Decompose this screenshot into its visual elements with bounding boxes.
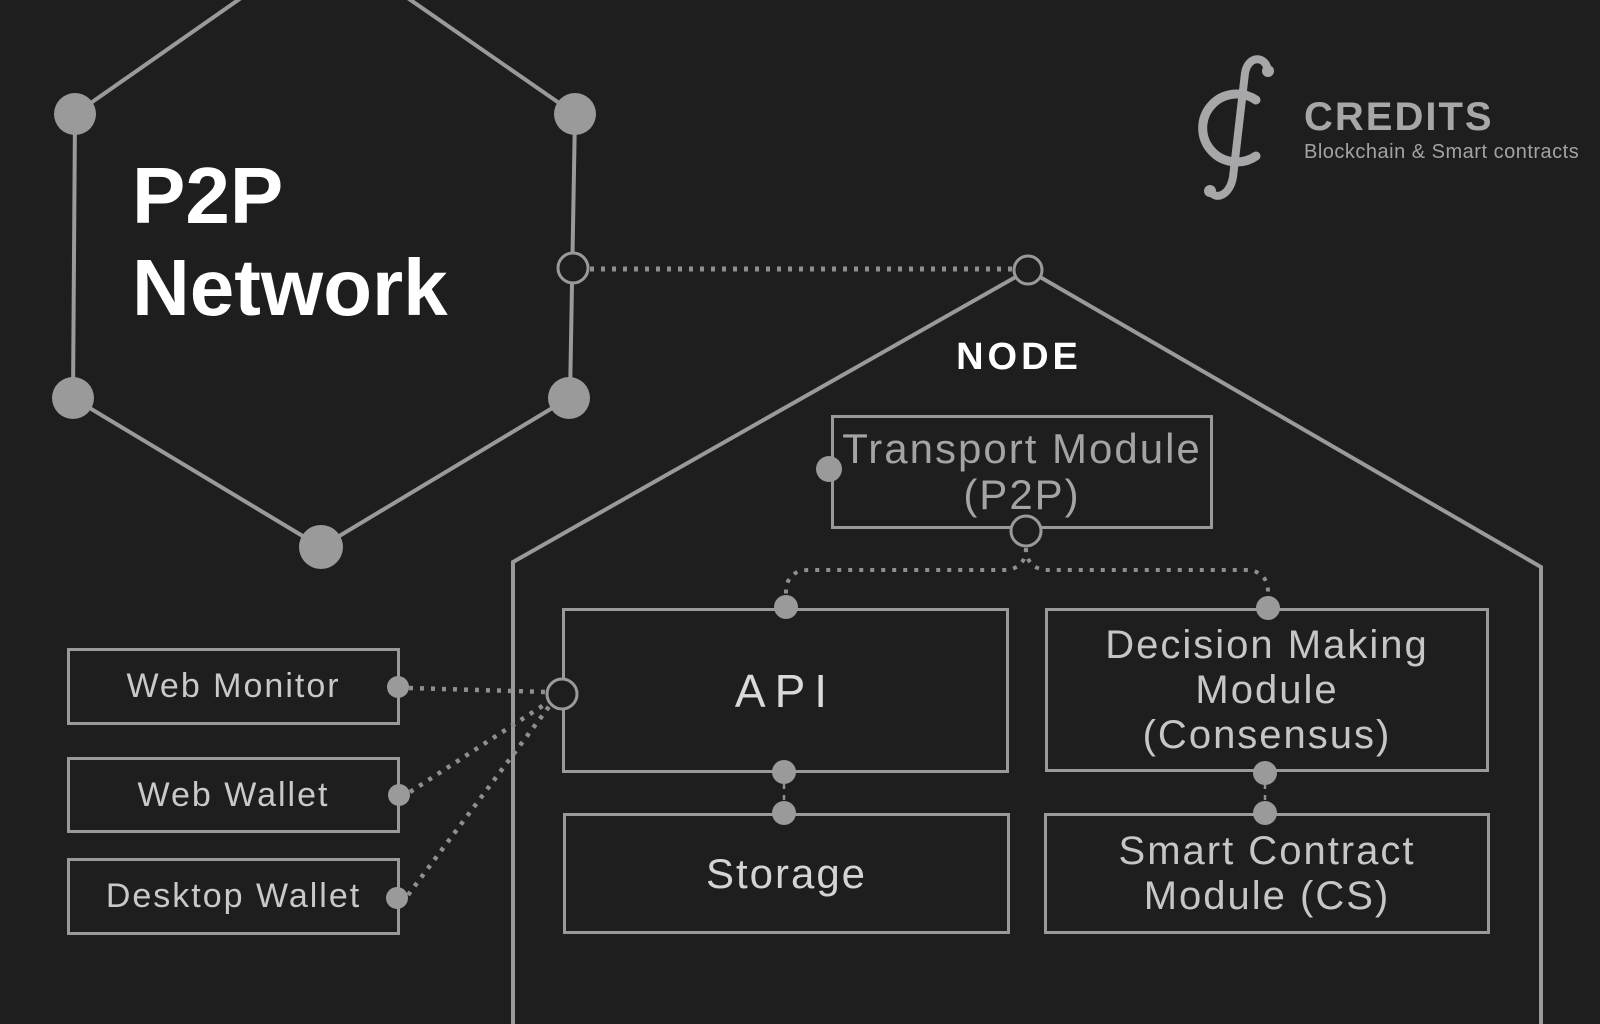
smart-contract-module-box: Smart Contract Module (CS)	[1044, 813, 1490, 934]
decision-making-module-box: Decision Making Module (Consensus)	[1045, 608, 1489, 772]
credits-logo-text: CREDITS	[1304, 95, 1494, 139]
smart-contract-label-line1: Smart Contract	[1118, 828, 1416, 873]
desktop-wallet-to-api-link	[406, 702, 553, 897]
hexagon-vertex-dot	[554, 93, 596, 135]
transport-to-api-link	[784, 547, 1028, 598]
p2p-network-title-line2: Network	[132, 243, 448, 332]
web-monitor-box: Web Monitor	[67, 648, 400, 725]
storage-box: Storage	[563, 813, 1010, 934]
p2p-network-title-line1: P2P	[132, 151, 284, 240]
smart-contract-label-line2: Module (CS)	[1143, 873, 1391, 918]
hexagon-vertex-dot	[548, 377, 590, 419]
storage-label: Storage	[705, 849, 868, 897]
transport-to-decision-link	[1024, 547, 1270, 598]
web-monitor-to-api-link	[408, 685, 548, 695]
credits-logo-icon	[1198, 55, 1274, 200]
decision-label-line3: (Consensus)	[1142, 712, 1392, 757]
web-wallet-box: Web Wallet	[67, 757, 400, 833]
decision-label-line2: Module	[1195, 667, 1339, 712]
p2p-network-title: P2P Network	[132, 150, 448, 334]
node-peak-circle	[1012, 254, 1044, 286]
decision-label-line1: Decision Making	[1105, 622, 1429, 667]
transport-module-label-line1: Transport Module	[842, 425, 1202, 472]
credits-logo: CREDITS Blockchain & Smart contracts	[1192, 45, 1579, 205]
web-monitor-label: Web Monitor	[126, 667, 341, 705]
hexagon-vertex-dot	[52, 377, 94, 419]
desktop-wallet-box: Desktop Wallet	[67, 858, 400, 935]
hexagon-vertex-dot	[299, 525, 343, 569]
desktop-wallet-label: Desktop Wallet	[105, 877, 362, 915]
hexagon-vertex-dot	[54, 93, 96, 135]
api-box: API	[562, 608, 1009, 773]
api-label: API	[734, 664, 837, 717]
credits-logo-subtitle: Blockchain & Smart contracts	[1304, 141, 1580, 163]
transport-module-box: Transport Module (P2P)	[831, 415, 1213, 529]
hexagon-port-circle	[556, 251, 590, 285]
node-label: NODE	[956, 336, 1082, 378]
transport-module-label-line2: (P2P)	[963, 471, 1081, 518]
credits-logo-text-block: CREDITS Blockchain & Smart contracts	[1304, 95, 1579, 164]
web-wallet-to-api-link	[408, 699, 552, 794]
web-wallet-label: Web Wallet	[137, 775, 330, 814]
